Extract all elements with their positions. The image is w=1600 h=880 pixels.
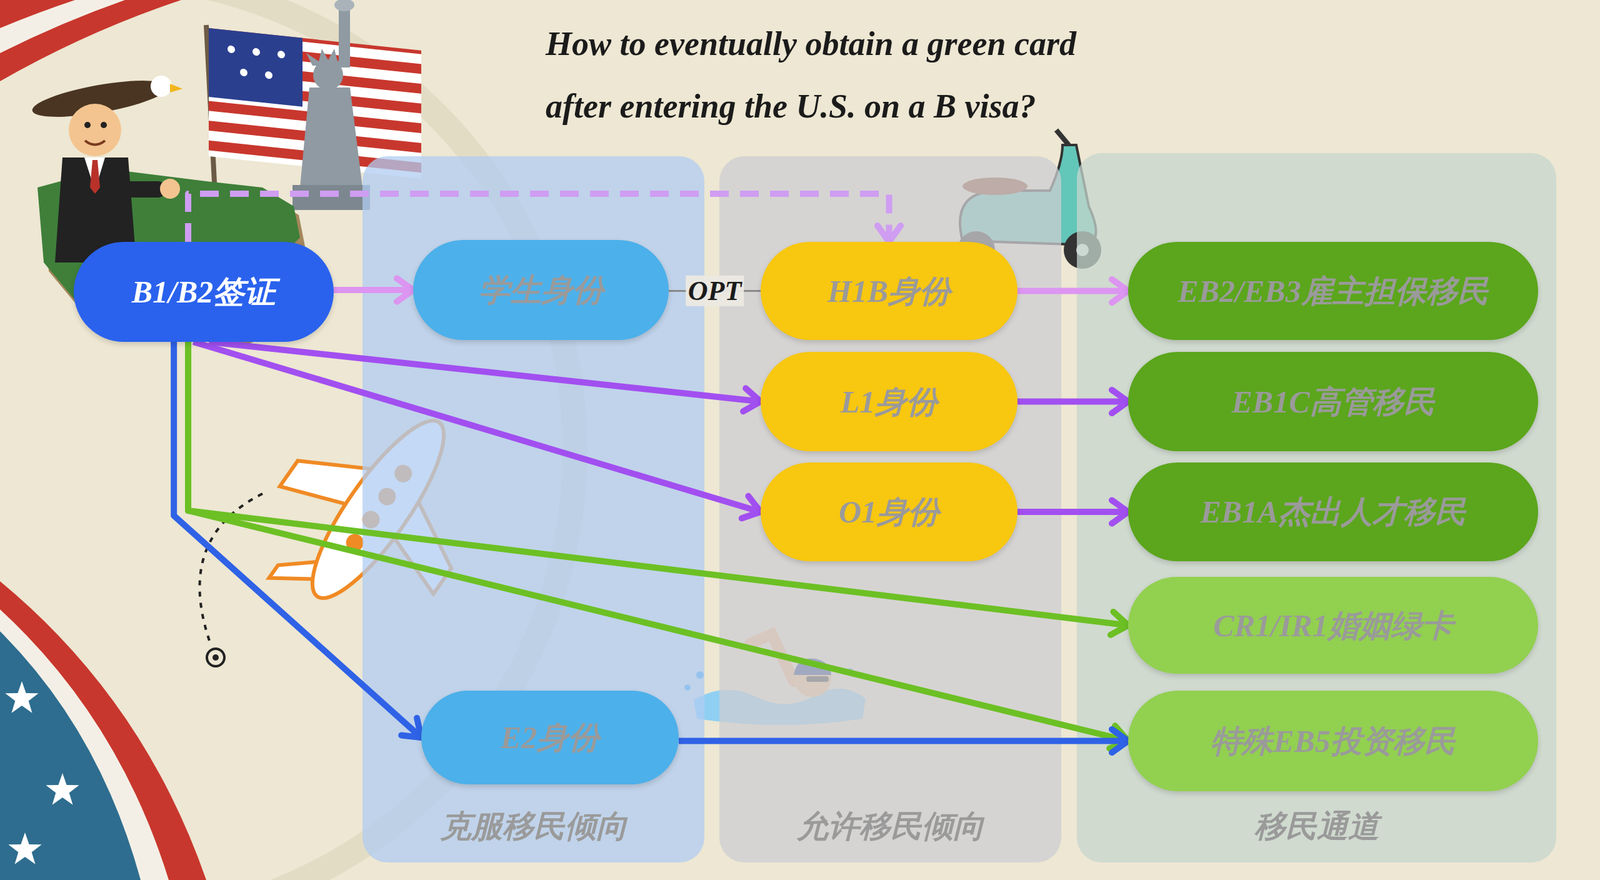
corner-stripe (0, 0, 75, 29)
landing-target (212, 654, 219, 661)
greencard-pill: EB1C高管移民 (1128, 351, 1539, 452)
greencard-pill: 特殊EB5投资移民 (1128, 690, 1539, 792)
corner-stars-field (0, 631, 141, 880)
pill-label: EB1A杰出人才移民 (1200, 493, 1466, 531)
column-label: 克服移民倾向 (440, 807, 628, 845)
pill-label: L1身份 (840, 383, 939, 421)
arrow-head (1111, 279, 1129, 303)
eagle-beak (170, 83, 183, 93)
greencard-pill: EB2/EB3雇主担保移民 (1128, 241, 1539, 340)
flag-star (265, 71, 273, 80)
flag-star (277, 50, 285, 59)
eagle-head (150, 75, 172, 97)
pill-label: E2身份 (500, 718, 600, 757)
statue-of-liberty (292, 0, 370, 210)
connector-arrow (208, 341, 761, 412)
edge-label-holder: OPT (685, 275, 745, 306)
arrow-head (877, 225, 901, 242)
arrow-head (401, 718, 422, 738)
connector-line (173, 341, 422, 738)
statue-crown (306, 48, 350, 66)
status-pill: E2身份 (421, 690, 679, 785)
man-head (68, 103, 122, 157)
corner-stripe (0, 609, 169, 880)
man-tie (90, 160, 100, 194)
man-arm (121, 181, 166, 198)
column-band: 允许移民倾向 H1B身份 L1身份 O1身份 (719, 156, 1062, 863)
connector-arrow (173, 341, 422, 738)
star (45, 773, 79, 805)
pill-label: CR1/IR1婚姻绿卡 (1213, 606, 1453, 645)
visa-pill: B1/B2签证 (73, 241, 334, 342)
status-pill: H1B身份 (760, 241, 1018, 340)
connector-line (188, 193, 889, 242)
arrow-head (1111, 390, 1129, 414)
pill-label: H1B身份 (827, 272, 951, 310)
arrow-head (396, 278, 414, 302)
column-band: 克服移民倾向 学生身份 E2身份 (362, 156, 705, 863)
connector-arrow (1017, 500, 1129, 524)
connector-line (1017, 398, 1129, 405)
arrow-head (1110, 611, 1129, 635)
connector-arrow (668, 290, 761, 292)
flag-star (227, 45, 235, 54)
landing-target (206, 648, 225, 667)
pill-label: 学生身份 (478, 271, 604, 309)
greencard-pill: EB1A杰出人才移民 (1128, 462, 1539, 562)
star (5, 681, 39, 714)
pill-label: EB2/EB3雇主担保移民 (1177, 272, 1489, 310)
pill-label: B1/B2签证 (131, 273, 277, 311)
pill-label: 特殊EB5投资移民 (1210, 722, 1456, 760)
pill-label: O1身份 (838, 493, 940, 531)
corner-stripe (0, 0, 182, 82)
man-smile (85, 140, 105, 145)
connector-arrow (1017, 279, 1129, 303)
status-pill: L1身份 (760, 351, 1018, 452)
edge-label: OPT (685, 275, 745, 306)
connector-arrow (1017, 390, 1129, 414)
connector-arrow (678, 729, 1129, 753)
connector-arrow (188, 341, 1129, 749)
connector-line (1017, 508, 1129, 515)
star (8, 832, 42, 865)
arrow-head (741, 496, 761, 519)
diagram-title: How to eventually obtain a green card af… (545, 12, 1097, 138)
pill-label: EB1C高管移民 (1231, 383, 1435, 421)
status-pill: 学生身份 (413, 240, 669, 340)
connector-line (333, 286, 414, 294)
column-label: 允许移民倾向 (796, 807, 985, 845)
man-eye (100, 121, 107, 129)
connector-line (1017, 288, 1129, 295)
flag-star (252, 47, 260, 56)
connector-line (668, 290, 761, 292)
column-band: 移民通道 EB2/EB3雇主担保移民 EB1C高管移民 EB1A杰出人才移民 CR1/I… (1076, 153, 1557, 863)
greencard-pill: CR1/IR1婚姻绿卡 (1128, 576, 1539, 674)
connector-arrow (193, 341, 761, 519)
arrow-head (743, 388, 761, 412)
connector-line (193, 341, 761, 512)
corner-stripe (0, 581, 207, 880)
statue-torch (334, 0, 355, 12)
arrow-head (1111, 500, 1129, 524)
connector-line (678, 738, 1129, 745)
connector-arrow (333, 278, 414, 302)
businessman (55, 103, 180, 263)
corner-stripe (0, 0, 125, 54)
connector-arrow (188, 193, 901, 242)
flag-canton (208, 28, 303, 107)
arrow-head (1111, 729, 1129, 753)
connector-line (188, 341, 1129, 742)
statue-base (292, 185, 370, 210)
man-hand (160, 178, 180, 199)
connector-arrow (188, 341, 1129, 635)
flag-star (240, 68, 248, 77)
status-pill: O1身份 (760, 462, 1018, 562)
man-eye (84, 121, 91, 129)
column-label: 移民通道 (1254, 807, 1380, 845)
connector-line (188, 341, 1129, 626)
statue-robe (300, 87, 363, 188)
scooter-handlebar (1056, 130, 1069, 145)
